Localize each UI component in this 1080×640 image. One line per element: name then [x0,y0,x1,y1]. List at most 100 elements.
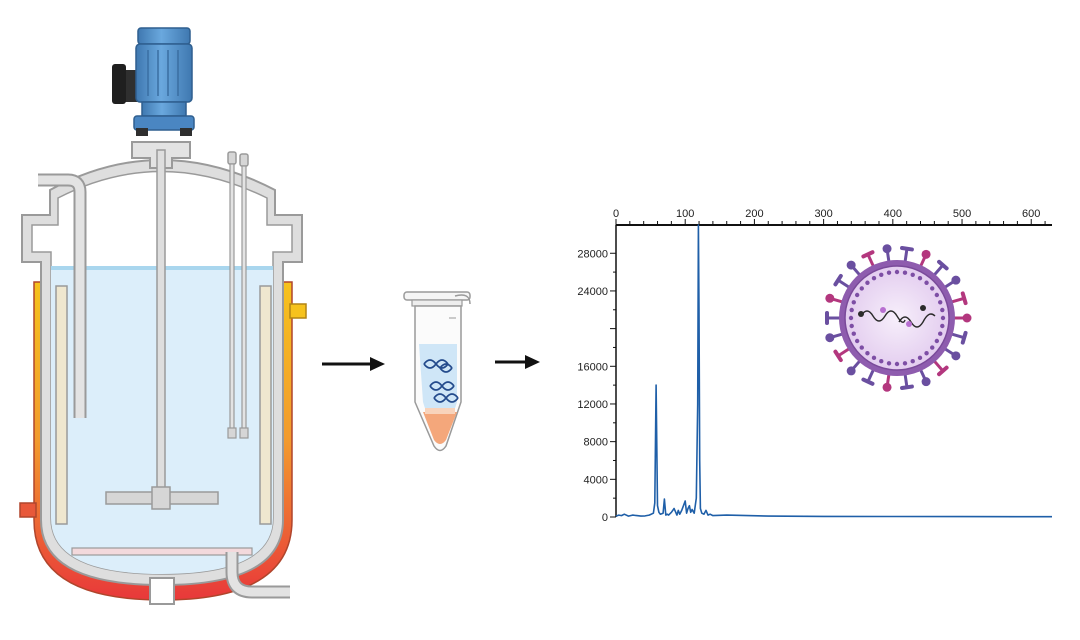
y-tick-label: 16000 [577,361,608,373]
virus-spike-head [833,349,843,363]
virus-spike-head [846,260,856,270]
probe-1-rod [229,163,235,431]
virus-matrix-bead [894,361,900,367]
virus-matrix-bead [886,270,892,275]
jacket-bottom-nozzle [19,502,37,518]
virus-matrix-bead [854,292,860,298]
virus-matrix-bead [879,272,884,277]
virus-spike-head [861,250,875,259]
virus-matrix-bead [934,292,940,298]
virus-matrix-bead [924,280,929,285]
virus-matrix-bead [910,359,915,364]
impeller-hub [151,486,171,510]
virus-matrix-bead [879,359,884,364]
baffle-right [259,285,272,525]
virus-spike [866,368,876,383]
virus-matrix-bead [940,315,946,321]
virus-spike [950,332,965,340]
virus-spike-head [900,384,914,390]
right-arrow-icon [495,355,540,369]
jacket-top-nozzle [289,303,307,319]
virus-matrix-bead [940,307,945,313]
virus-matrix-bead [902,361,908,366]
x-tick-label: 500 [953,208,971,220]
virus-rna-cap [858,311,864,317]
tube-pellet [423,412,457,444]
x-tick-label: 100 [676,208,694,220]
motor-icon [112,27,195,136]
virus-spike [932,264,944,277]
virus-spike-head [951,275,961,285]
virus-matrix-bead [910,272,915,277]
virus-matrix-bead [871,275,877,281]
virus-matrix-bead [938,300,943,305]
virus-matrix-bead [940,323,945,329]
virus-matrix-bead [930,345,935,350]
virus-spike-head [962,313,972,323]
virus-matrix-bead [851,300,856,305]
y-tick-label: 4000 [584,474,608,486]
virus-spike-head [960,291,968,306]
virus-spike [950,296,965,304]
virus-spike-head [825,293,835,303]
agitator-shaft [156,149,166,496]
virus-matrix-bead [938,331,943,336]
virus-spike-head [825,333,835,343]
virus-protein [906,321,912,327]
virus-matrix-bead [859,345,864,350]
virus-spike-head [861,377,875,386]
virus-core [844,265,950,371]
chart-axes: 0 100 200 300 400 500 600 0 4000 8000 12000 16000 24… [577,208,1052,524]
y-tick-label: 8000 [584,437,608,449]
virus-matrix-bead [849,323,854,329]
y-tick-label: 24000 [577,286,608,298]
virus-spike-head [921,377,931,387]
virus-matrix-bead [849,307,854,313]
probe-2-rod [241,165,247,431]
virus-spike-head [921,249,931,259]
virus-spike [866,253,876,268]
virus-spike [837,278,851,289]
virus-matrix-bead [854,338,860,344]
x-tick-label: 400 [884,208,902,220]
virus-matrix-bead [894,269,900,275]
virus-matrix-bead [871,355,877,361]
virus-spike [903,248,909,263]
virus-matrix-bead [934,338,940,344]
y-tick-label: 12000 [577,399,608,411]
virus-spike-head [960,330,968,345]
virus-matrix-bead [917,275,923,281]
virus-matrix-bead [865,351,870,356]
probe-2 [239,153,249,167]
right-arrow-icon [322,357,385,371]
virus-matrix-bead [859,286,864,291]
virus-rna-segment [898,313,936,328]
y-tick-label: 0 [602,512,608,524]
baffle-left [55,285,68,525]
chart-marks [615,224,1053,518]
microcentrifuge-tube-icon [403,291,471,452]
x-tick-label: 300 [814,208,832,220]
virus-spike [932,359,944,372]
x-tick-label: 600 [1022,208,1040,220]
virus-matrix-bead [902,270,908,275]
x-tick-label: 200 [745,208,763,220]
probe-1 [227,151,237,165]
x-tick-label: 0 [613,208,619,220]
virus-spike [903,373,909,388]
series-line-0 [615,224,1053,518]
virus-matrix-bead [917,355,923,361]
virus-matrix-bead [930,286,935,291]
bioreactor-icon [19,27,307,605]
virus-matrix-bead [886,361,892,366]
dna-strand-icon [423,359,459,403]
virus-matrix-bead [924,351,929,356]
virus-spike-head [846,366,856,376]
virus-protein [880,307,886,313]
chromatogram: 0 100 200 300 400 500 600 0 4000 8000 12000 16000 24… [577,208,1053,524]
virus-spike-head [882,244,892,254]
virus-spike-head [833,273,843,287]
virus-spike-head [937,259,949,271]
virus-matrix-bead [848,315,854,321]
virus-spike-head [951,351,961,361]
